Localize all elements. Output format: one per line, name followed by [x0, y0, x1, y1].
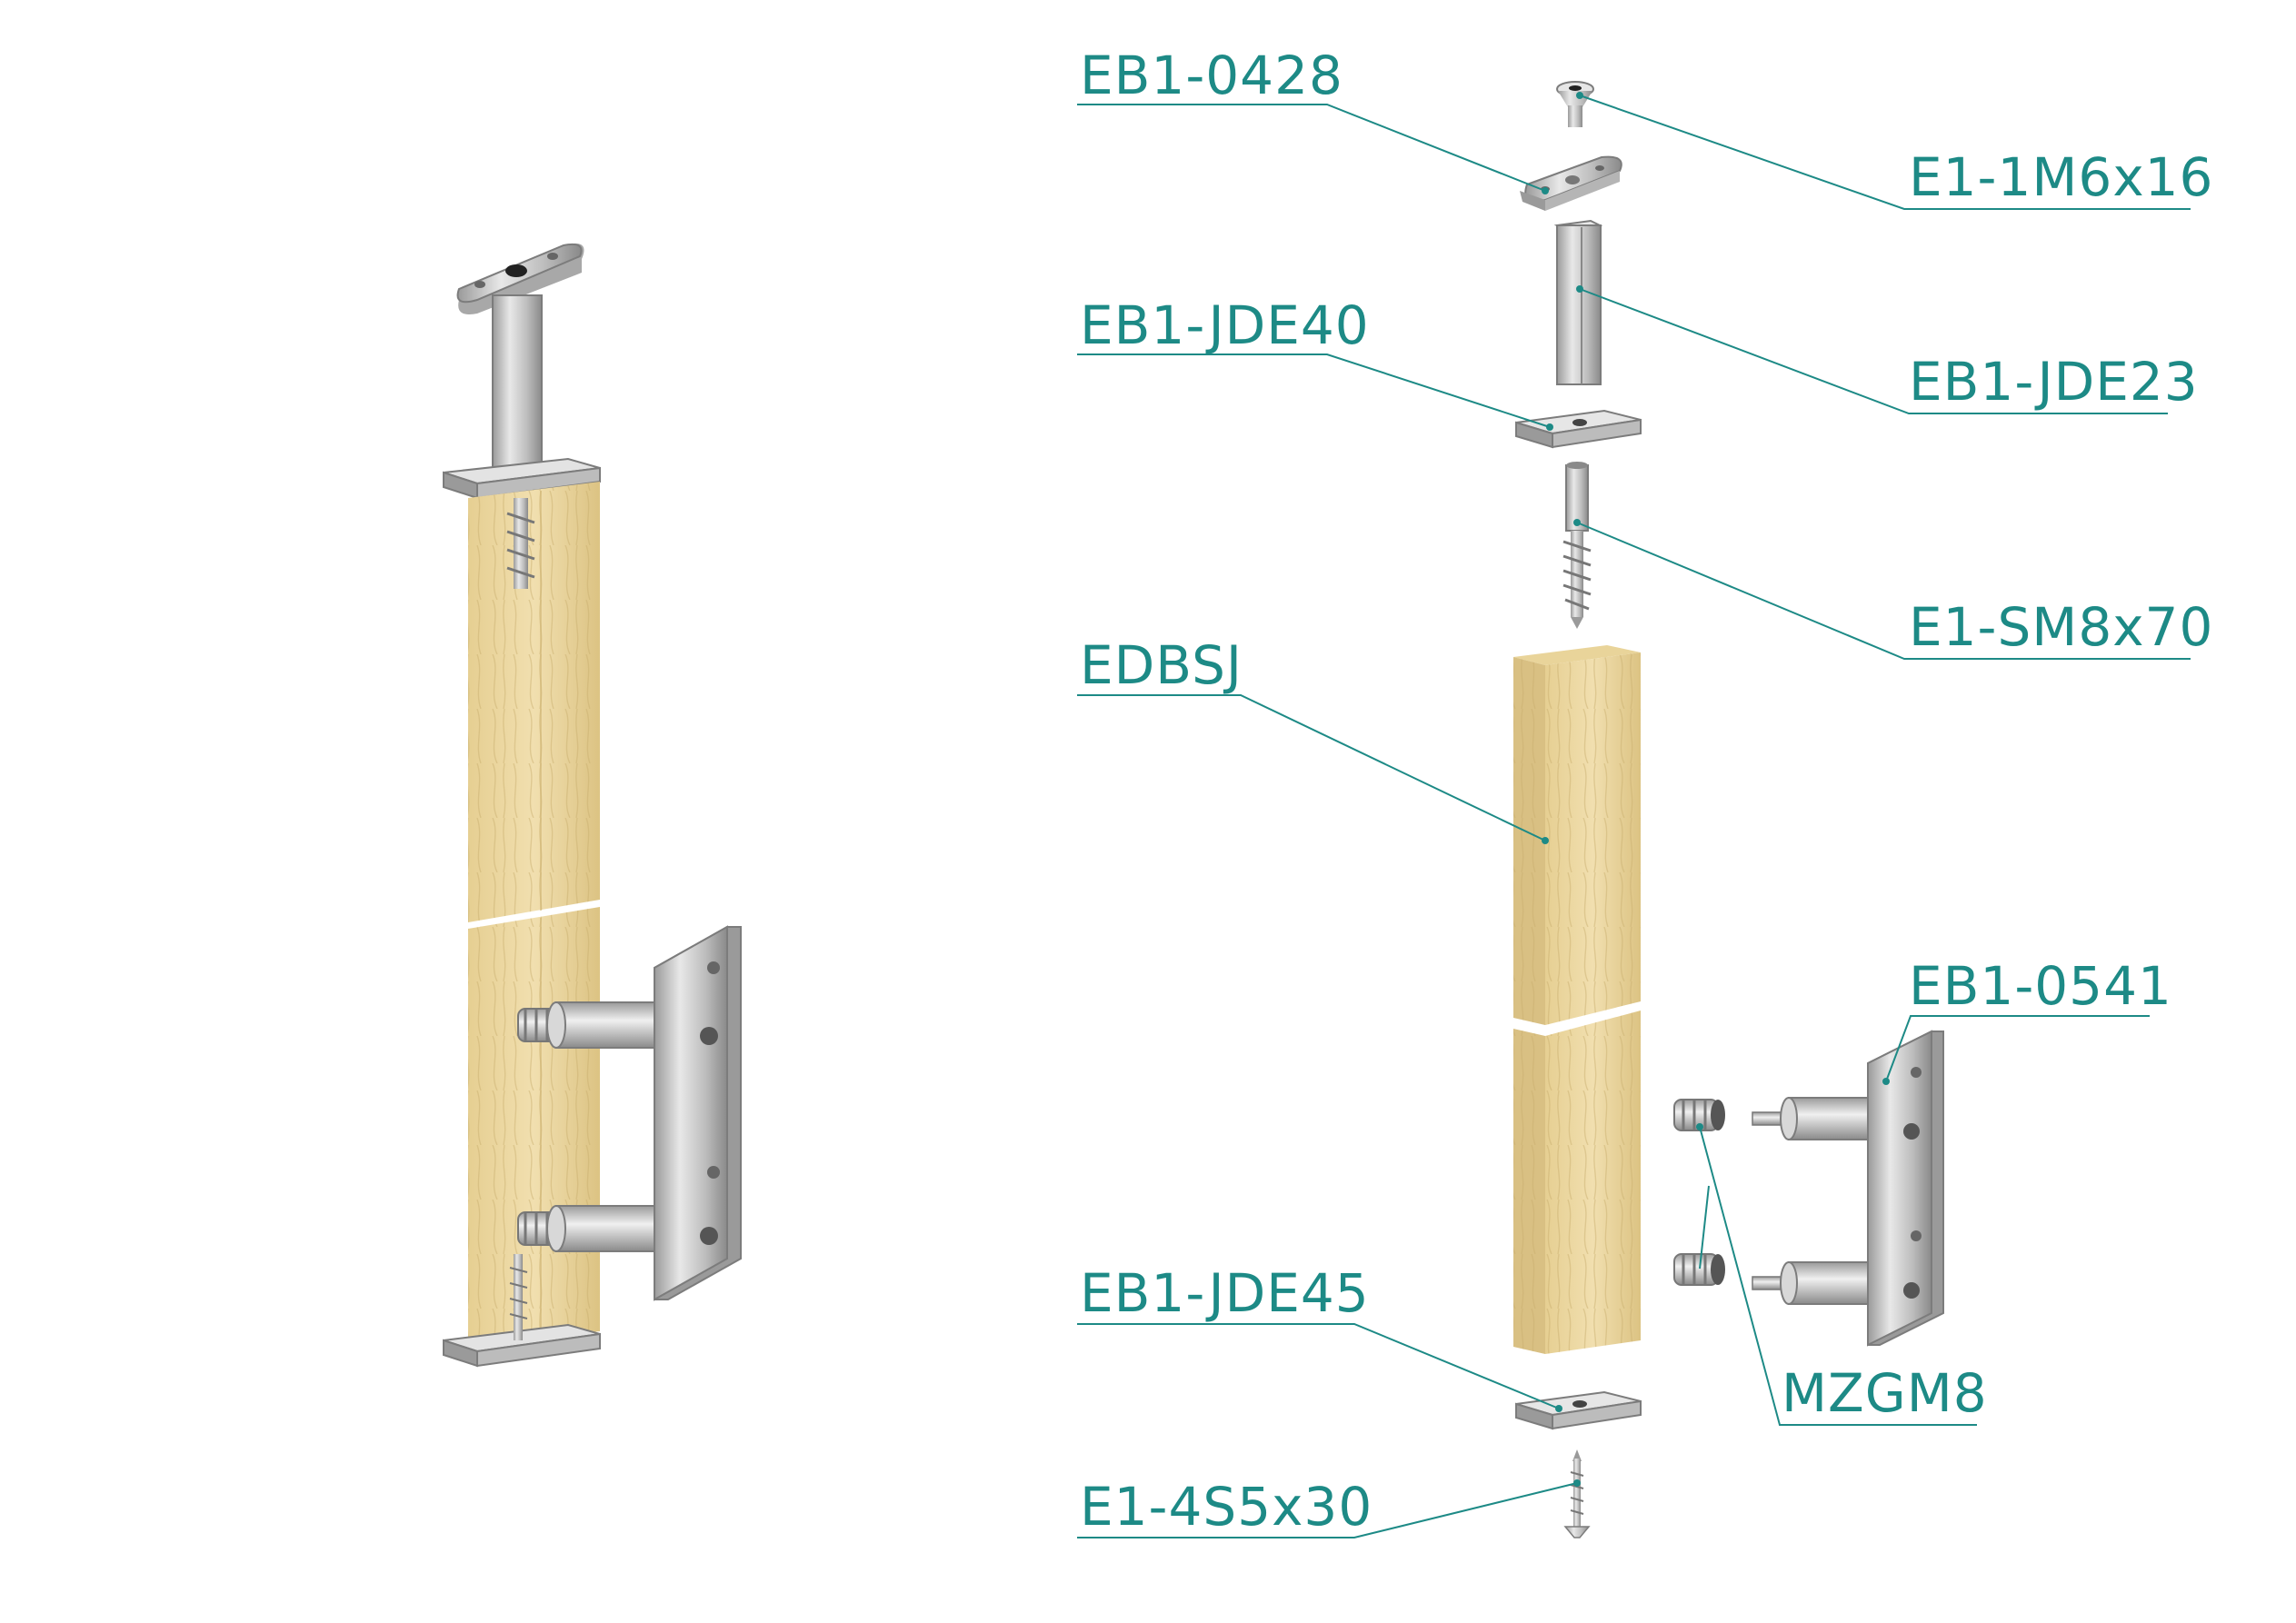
label-e1-sm8x70: E1-SM8x70: [1909, 596, 2213, 658]
threaded-insert-upper-part: [1673, 1099, 1725, 1131]
exploded-parts: [1513, 81, 1944, 1538]
label-eb1-jde45: EB1-JDE45: [1080, 1262, 1370, 1324]
label-mzgm8: MZGM8: [1782, 1362, 1988, 1424]
label-eb1-jde40: EB1-JDE40: [1080, 294, 1370, 356]
bottom-screw-assembled: [509, 1254, 528, 1340]
label-eb1-0541: EB1-0541: [1909, 955, 2172, 1017]
leader-eb1-jde45: [1077, 1323, 1560, 1409]
square-tube-part: [1553, 219, 1603, 385]
standoff-upper-assembled: [517, 1001, 668, 1049]
wood-post-upper-assembled: [468, 482, 600, 922]
steel-tube-assembled: [492, 294, 543, 492]
leader-e1-4s5x30: [1077, 1482, 1578, 1538]
lag-screw-assembled: [506, 498, 535, 589]
leader-e1-sm8x70: [1576, 522, 2191, 660]
side-bracket-part: [1752, 1030, 1944, 1347]
label-eb1-jde23: EB1-JDE23: [1909, 351, 2199, 413]
saddle-plate-assembled: [456, 243, 584, 314]
bottom-plate-part: [1515, 1390, 1642, 1430]
bottom-plate-assembled: [443, 1323, 601, 1368]
labels: EB1-0428 E1-1M6x16 EB1-JDE40 EB1-JDE23 E…: [1080, 45, 2213, 1538]
label-e1-1m6x16: E1-1M6x16: [1909, 146, 2213, 208]
leader-eb1-0428: [1077, 104, 1546, 192]
wood-post-part: [1513, 645, 1641, 1354]
threaded-insert-lower-part: [1673, 1253, 1725, 1286]
leader-edbsj: [1077, 694, 1546, 841]
leader-dots: [1542, 92, 1890, 1487]
side-plate-assembled: [654, 925, 742, 1301]
label-eb1-0428: EB1-0428: [1080, 45, 1343, 106]
countersunk-screw-part: [1556, 81, 1594, 127]
wood-post-lower-assembled: [468, 907, 600, 1345]
standoff-lower-assembled: [517, 1205, 668, 1252]
leader-eb1-jde23: [1579, 288, 2168, 414]
wood-screw-part: [1563, 1449, 1591, 1538]
assembled-post: [443, 243, 742, 1368]
label-edbsj: EDBSJ: [1080, 634, 1243, 696]
top-plate-part: [1515, 409, 1642, 449]
leader-mzgm8: [1699, 1126, 1977, 1426]
lag-screw-part: [1562, 462, 1592, 629]
leader-eb1-0541: [1885, 1015, 2150, 1082]
saddle-plate-part: [1520, 155, 1622, 211]
leader-e1-1m6x16: [1579, 95, 2191, 210]
leader-lines: [1077, 95, 2191, 1538]
label-e1-4s5x30: E1-4S5x30: [1080, 1476, 1373, 1538]
leader-eb1-jde40: [1077, 353, 1551, 428]
